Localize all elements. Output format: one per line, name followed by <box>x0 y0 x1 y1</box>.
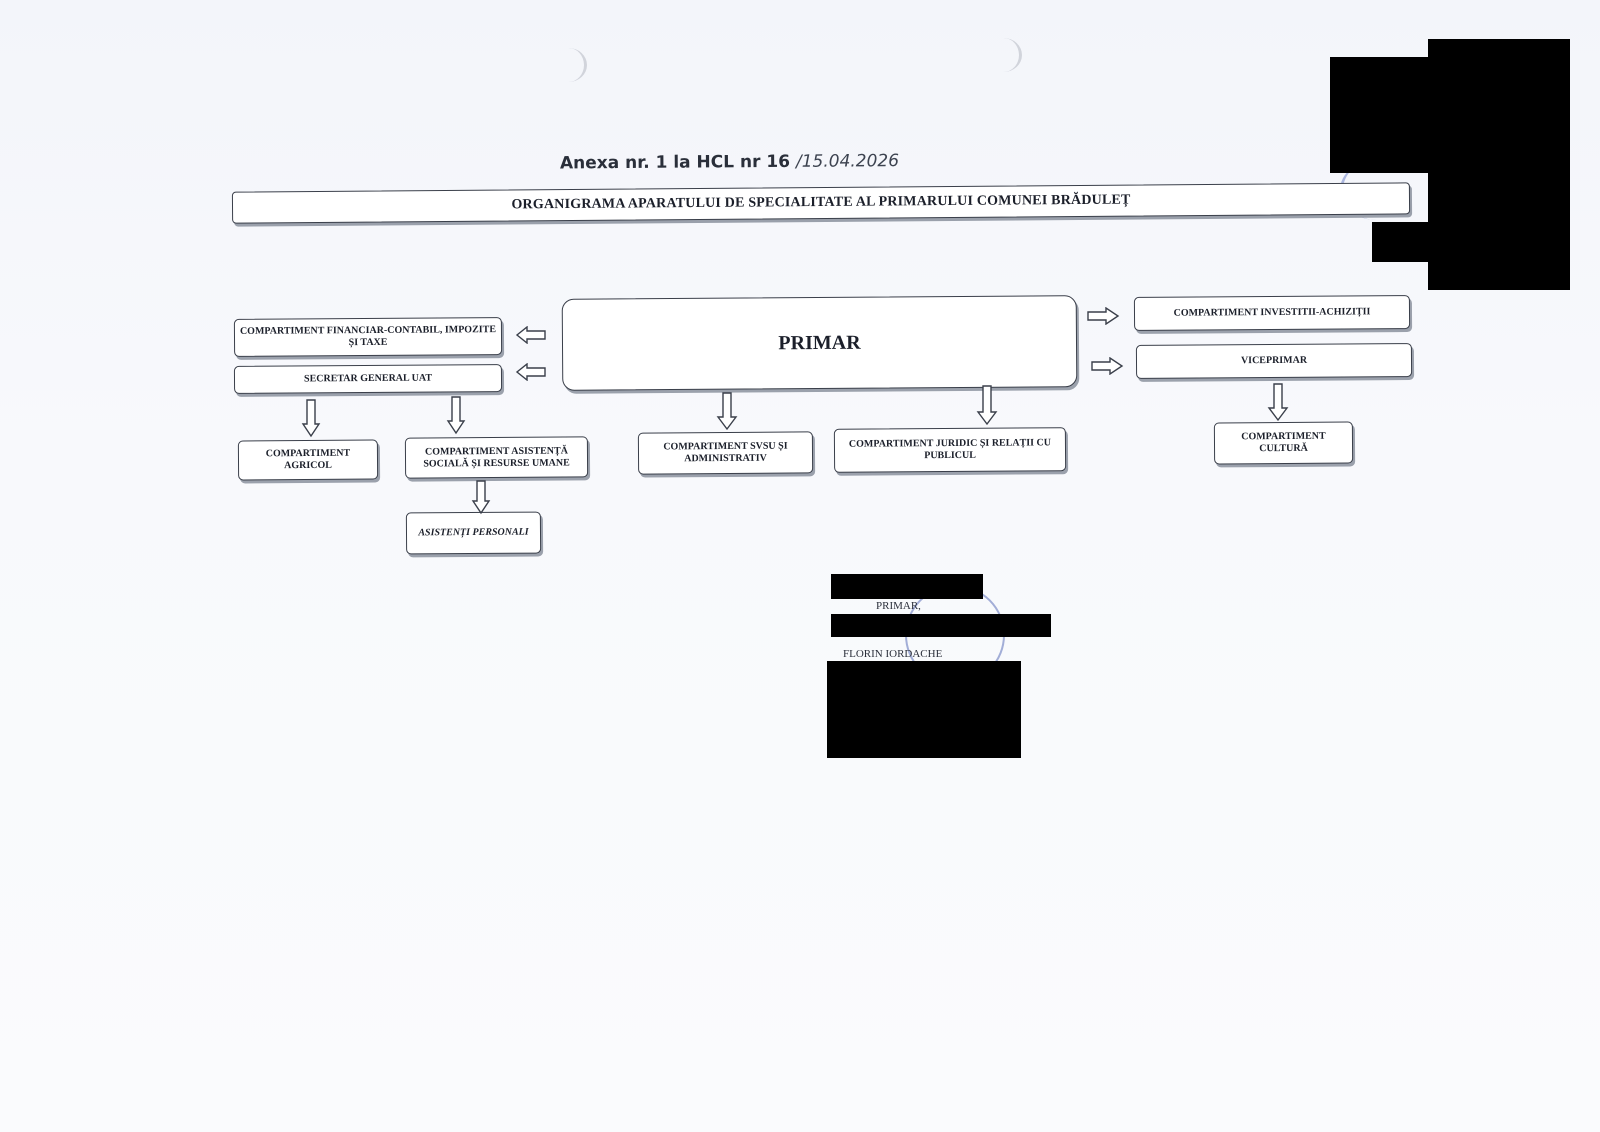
punch-hole-left <box>550 48 587 82</box>
handwritten-date: /15.04.2026 <box>795 151 900 172</box>
redaction-block <box>831 574 983 599</box>
box-cultura: COMPARTIMENT CULTURĂ <box>1213 421 1354 465</box>
redaction-block <box>1428 39 1570 290</box>
box-investitii-achizitii: COMPARTIMENT INVESTITII-ACHIZIȚII <box>1133 295 1411 331</box>
arrow-down-cultura <box>1267 383 1289 422</box>
box-asistenti-personali: ASISTENȚI PERSONALI <box>405 511 542 555</box>
box-agricol: COMPARTIMENT AGRICOL <box>237 439 379 481</box>
signature-role: PRIMAR, <box>876 600 921 612</box>
box-asistenta-sociala: COMPARTIMENT ASISTENȚĂ SOCIALĂ ȘI RESURS… <box>404 436 589 479</box>
arrow-left-secretar <box>515 363 546 381</box>
redaction-block <box>1372 222 1432 262</box>
box-primar: PRIMAR <box>561 295 1078 391</box>
redaction-block <box>827 661 1021 758</box>
punch-hole-right <box>985 38 1022 72</box>
annex-reference: Anexa nr. 1 la HCL nr 16 <box>559 151 791 174</box>
box-svsu-administrativ: COMPARTIMENT SVSU ȘI ADMINISTRATIV <box>637 431 814 475</box>
arrow-down-juridic <box>976 385 998 426</box>
arrow-down-svsu <box>716 392 738 431</box>
arrow-down-asistenta <box>446 396 466 435</box>
redaction-block <box>831 614 1051 637</box>
arrow-down-asistenti <box>471 480 491 515</box>
box-secretar-general: SECRETAR GENERAL UAT <box>233 364 503 394</box>
annex-header: Anexa nr. 1 la HCL nr 16 /15.04.2026 <box>560 151 980 184</box>
box-juridic: COMPARTIMENT JURIDIC ȘI RELAȚII CU PUBLI… <box>833 427 1067 473</box>
arrow-right-viceprimar <box>1091 357 1124 375</box>
box-viceprimar: VICEPRIMAR <box>1135 343 1413 379</box>
arrow-down-agricol <box>301 399 321 438</box>
signature-name: FLORIN IORDACHE <box>843 648 943 660</box>
box-financiar-contabil: COMPARTIMENT FINANCIAR-CONTABIL, IMPOZIT… <box>233 317 503 357</box>
arrow-right-investitii <box>1087 307 1120 325</box>
redaction-block <box>1330 57 1430 173</box>
arrow-left-financiar <box>515 326 546 344</box>
